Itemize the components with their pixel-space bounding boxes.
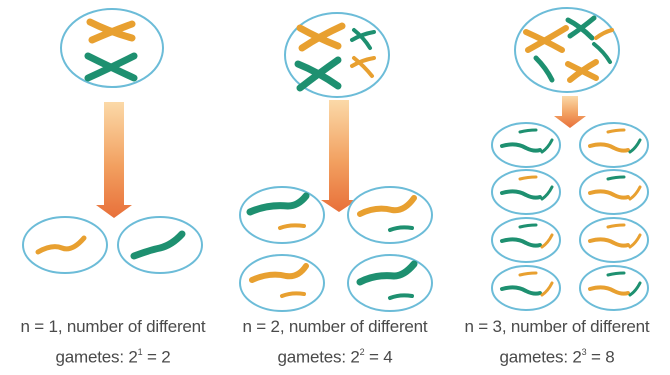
panel-n3	[491, 7, 649, 311]
caption-suffix: = 2	[142, 347, 171, 367]
caption-n2: n = 2, number of different gametes: 22 =…	[220, 314, 450, 371]
chromosome-green	[540, 138, 554, 154]
chromosome-orange	[518, 271, 538, 277]
caption-n1: n = 1, number of different gametes: 21 =…	[0, 314, 228, 371]
gamete-cell	[239, 254, 325, 312]
chromosome-orange	[588, 189, 630, 200]
caption-line2: gametes: 21 = 2	[0, 340, 228, 371]
meiosis-arrow	[321, 100, 357, 212]
meiosis-arrow	[554, 96, 586, 128]
meiosis-arrow	[96, 102, 132, 218]
chromosome-green	[606, 175, 626, 181]
chromosome-pair-green-2	[533, 42, 612, 83]
chromosome-green	[500, 237, 542, 248]
gamete-cell	[491, 169, 561, 215]
caption-prefix: gametes: 2	[55, 347, 138, 367]
chromosome-orange	[278, 223, 306, 230]
gamete-cell	[491, 265, 561, 311]
chromosome-orange	[588, 237, 630, 248]
chromosome-green	[130, 230, 186, 260]
chromosome-green	[518, 128, 538, 134]
chromosome-green	[606, 271, 626, 277]
caption-prefix: gametes: 2	[499, 347, 582, 367]
chromosome-orange	[280, 291, 306, 298]
chromosome-orange	[628, 185, 642, 201]
gamete-cell	[579, 169, 649, 215]
caption-suffix: = 4	[364, 347, 393, 367]
chromosome-green	[500, 142, 542, 153]
caption-line2: gametes: 23 = 8	[442, 340, 670, 371]
chromosome-orange	[628, 233, 642, 249]
chromosome-green	[500, 189, 542, 200]
chromosome-pair-orange-2	[565, 28, 614, 83]
gamete-cell	[239, 186, 325, 244]
chromosome-pair-orange	[296, 22, 346, 52]
chromosome-pair-orange	[523, 25, 569, 53]
caption-exponent: 2	[359, 347, 365, 357]
chromosome-orange	[35, 235, 87, 255]
chromosome-orange	[588, 142, 630, 153]
chromosome-green	[356, 260, 418, 286]
chromosome-green	[540, 185, 554, 201]
gamete-grid	[491, 122, 649, 311]
chromosome-orange	[588, 285, 630, 296]
chromosome-orange	[249, 263, 309, 283]
chromosome-pair-green	[565, 15, 597, 41]
chromosome-pair-green	[294, 56, 342, 92]
chromosome-orange	[606, 128, 626, 134]
gamete-cell	[579, 122, 649, 168]
caption-line2: gametes: 22 = 4	[220, 340, 450, 371]
chromosome-green	[388, 293, 414, 300]
chromosome-green	[628, 281, 642, 297]
chromosome-green	[518, 223, 538, 229]
caption-exponent: 3	[581, 347, 587, 357]
gamete-cell	[579, 265, 649, 311]
panel-n2	[239, 12, 433, 312]
chromosome-orange	[540, 233, 554, 249]
parent-cell	[514, 7, 620, 93]
chromosome-green	[628, 138, 642, 154]
chromosome-orange	[606, 223, 626, 229]
chromosome-orange	[357, 195, 417, 217]
gamete-cell	[491, 122, 561, 168]
caption-line1: n = 2, number of different	[242, 317, 428, 336]
parent-cell	[60, 8, 164, 88]
small-chromosome-pair-orange	[350, 56, 376, 78]
chromosome-orange	[518, 175, 538, 181]
chromosome-green	[246, 192, 310, 216]
caption-exponent: 1	[137, 347, 143, 357]
caption-suffix: = 8	[586, 347, 615, 367]
caption-line1: n = 1, number of different	[20, 317, 206, 336]
caption-prefix: gametes: 2	[277, 347, 360, 367]
gamete-cell	[579, 217, 649, 263]
chromosome-green	[500, 285, 542, 296]
gamete-cell	[22, 216, 108, 274]
chromosome-orange	[540, 281, 554, 297]
small-chromosome-pair-green	[350, 28, 376, 50]
chromosome-pair-green	[84, 52, 138, 82]
chromosome-green	[388, 225, 414, 232]
caption-n3: n = 3, number of different gametes: 23 =…	[442, 314, 670, 371]
gamete-cell	[491, 217, 561, 263]
caption-line1: n = 3, number of different	[464, 317, 650, 336]
panel-n1	[22, 8, 203, 274]
chromosome-pair-orange	[86, 18, 136, 44]
